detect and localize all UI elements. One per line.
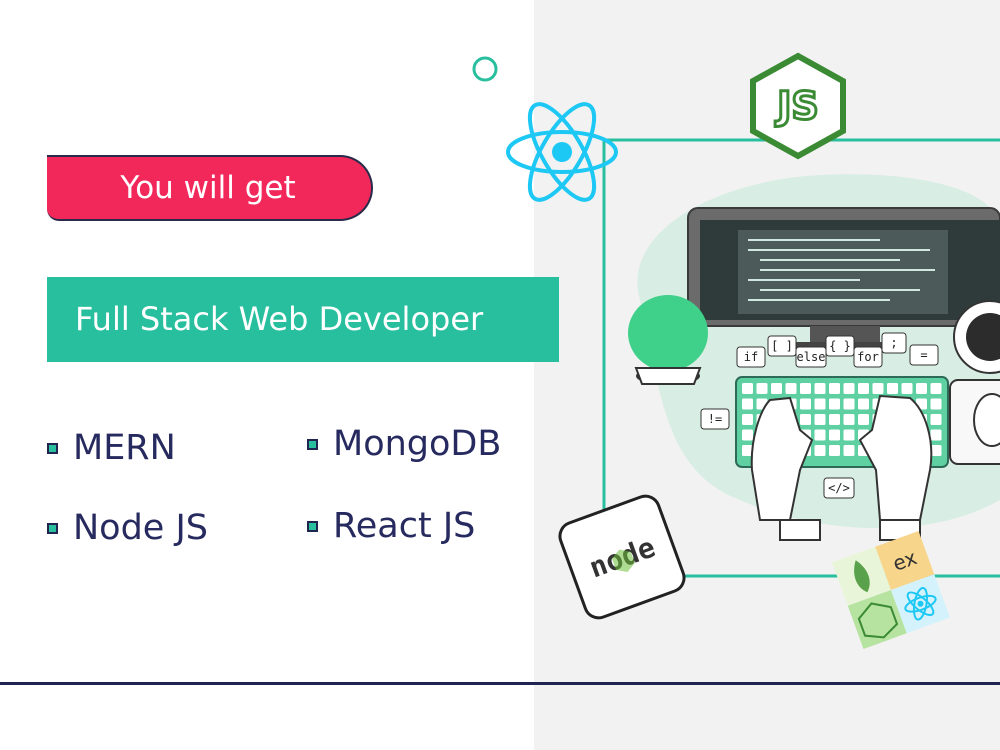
keyboard-key xyxy=(858,398,869,410)
js-logo-text: JS xyxy=(774,84,819,128)
keyboard-key xyxy=(742,414,753,425)
keyboard-key xyxy=(814,445,826,456)
keyboard-key xyxy=(843,429,855,441)
coffee-cup-icon xyxy=(953,300,1000,374)
bullet-icon xyxy=(47,522,58,534)
keyboard-key xyxy=(858,414,869,425)
full-stack-banner: Full Stack Web Developer xyxy=(47,277,559,362)
keyboard-key xyxy=(800,414,811,425)
bubble-else: else xyxy=(797,350,826,364)
bullet-icon xyxy=(47,442,58,454)
keyboard-key xyxy=(930,414,942,425)
keyboard-key xyxy=(872,383,884,394)
bubble-equals: = xyxy=(920,348,927,362)
you-will-get-badge: You will get xyxy=(47,155,373,221)
bubble-brackets: [ ] xyxy=(771,339,793,353)
skill-reactjs: React JS xyxy=(307,506,475,546)
keyboard-key xyxy=(800,383,811,394)
bottom-divider xyxy=(0,682,1000,685)
node-logo-card-icon: node xyxy=(558,494,686,620)
badge-label: You will get xyxy=(120,170,296,206)
keyboard-key xyxy=(742,445,753,456)
bubble-code-tag: </> xyxy=(828,481,850,495)
keyboard-key xyxy=(930,383,942,394)
react-logo-icon xyxy=(506,102,618,202)
react-small-icon xyxy=(904,586,937,621)
keyboard-key xyxy=(814,429,826,441)
keyboard-key xyxy=(829,398,840,410)
bubble-semicolon: ; xyxy=(890,336,897,350)
node-hex-small-icon xyxy=(857,602,899,639)
keyboard-key xyxy=(742,398,753,410)
nodejs-js-hexagon-icon: JS xyxy=(750,52,846,160)
keyboard-key xyxy=(814,398,826,410)
keyboard-key xyxy=(930,429,942,441)
skill-nodejs: Node JS xyxy=(47,508,208,548)
skill-mern: MERN xyxy=(47,428,176,468)
bubble-if: if xyxy=(744,350,758,364)
keyboard-key xyxy=(742,429,753,441)
keyboard-key xyxy=(785,383,797,394)
monitor-icon xyxy=(687,207,1000,350)
keyboard-key xyxy=(829,383,840,394)
keyboard-key xyxy=(887,383,898,394)
code-bubbles: if [ ] else { } for ; = != </> xyxy=(700,332,939,499)
bullet-icon xyxy=(307,438,318,450)
bubble-not-equal: != xyxy=(708,412,722,426)
keyboard-key xyxy=(814,414,826,425)
keyboard-key xyxy=(843,414,855,425)
keyboard-key xyxy=(916,383,927,394)
keyboard-key xyxy=(829,414,840,425)
mouse-icon xyxy=(949,379,1000,465)
banner-label: Full Stack Web Developer xyxy=(75,300,484,338)
bubble-braces: { } xyxy=(829,339,851,353)
keyboard-key xyxy=(843,398,855,410)
keyboard-key xyxy=(930,398,942,410)
keyboard-key xyxy=(814,383,826,394)
keyboard-key xyxy=(742,383,753,394)
keyboard-key xyxy=(800,398,811,410)
keyboard-key xyxy=(829,429,840,441)
bubble-for: for xyxy=(857,350,879,364)
ring-decoration-icon xyxy=(472,56,498,82)
skill-label: MongoDB xyxy=(333,424,502,464)
keyboard-key xyxy=(930,445,942,456)
mongodb-leaf-icon xyxy=(854,560,870,593)
keyboard-key xyxy=(858,383,869,394)
typing-hands-icon xyxy=(750,394,933,541)
keyboard-key xyxy=(756,383,768,394)
plant-icon xyxy=(628,295,708,385)
keyboard-key xyxy=(829,445,840,456)
mern-tiles-icon: ex xyxy=(832,531,950,649)
keyboard-key xyxy=(843,445,855,456)
skill-mongodb: MongoDB xyxy=(307,424,501,464)
skill-label: Node JS xyxy=(73,508,209,548)
skill-label: MERN xyxy=(73,428,176,468)
keyboard-key xyxy=(843,383,855,394)
keyboard-key xyxy=(771,383,782,394)
skill-label: React JS xyxy=(333,506,476,546)
keyboard-key xyxy=(901,383,913,394)
bullet-icon xyxy=(307,520,318,532)
